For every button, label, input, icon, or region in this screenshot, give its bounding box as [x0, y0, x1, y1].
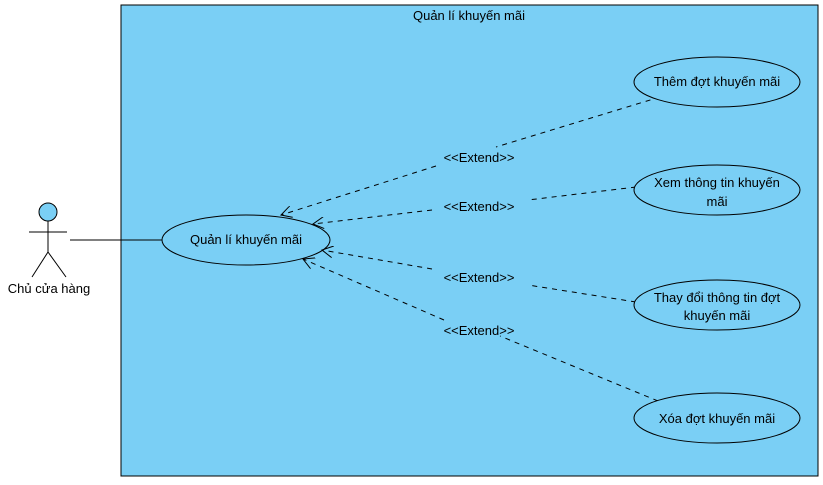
use-case-manage-promotions[interactable]: Quản lí khuyến mãi [161, 214, 331, 266]
extend-relation-update: <<Extend>> [322, 250, 637, 303]
actor-head [38, 202, 58, 222]
use-case-update-promotion[interactable]: Thay đổi thông tin đợt khuyến mãi [633, 279, 801, 331]
use-case-view-promotion[interactable]: Xem thông tin khuyến mãi [633, 164, 801, 216]
use-case-label-line-1: Xem thông tin khuyến [654, 175, 780, 190]
extend-relation-add: <<Extend>> [281, 96, 661, 215]
extend-label: <<Extend>> [444, 150, 515, 165]
extend-relation-view: <<Extend>> [313, 186, 637, 224]
extend-label: <<Extend>> [444, 270, 515, 285]
use-case-label-line-2: khuyến mãi [684, 308, 751, 323]
actor-right-leg [47, 251, 67, 278]
actor-shop-owner: Chủ cửa hàng [8, 202, 90, 296]
use-case-label-line-2: mãi [707, 194, 728, 209]
actor-left-leg [31, 251, 49, 278]
main-use-case-label: Quản lí khuyến mãi [190, 232, 302, 247]
use-case-label: Xóa đợt khuyến mãi [659, 411, 775, 426]
use-case-delete-promotion[interactable]: Xóa đợt khuyến mãi [633, 392, 801, 444]
use-case-add-promotion[interactable]: Thêm đợt khuyến mãi [633, 56, 801, 108]
extend-label: <<Extend>> [444, 323, 515, 338]
extend-relation-delete: <<Extend>> [303, 259, 659, 402]
actor-name: Chủ cửa hàng [8, 281, 90, 296]
use-case-label-line-1: Thay đổi thông tin đợt [654, 290, 781, 305]
system-title: Quản lí khuyến mãi [413, 8, 525, 23]
use-case-label: Thêm đợt khuyến mãi [654, 74, 780, 89]
extend-label: <<Extend>> [444, 199, 515, 214]
